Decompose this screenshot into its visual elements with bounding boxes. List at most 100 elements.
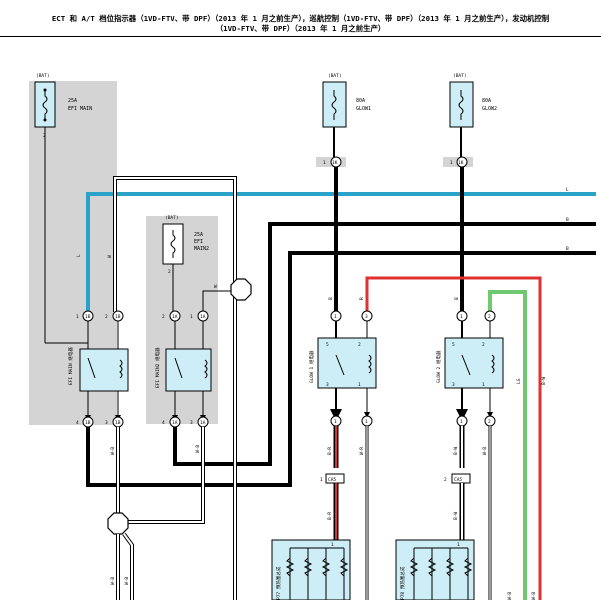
svg-text:1K: 1K [458, 160, 464, 166]
wire-l-label-right: L [566, 187, 569, 193]
svg-text:3: 3 [365, 314, 368, 320]
svg-text:3: 3 [105, 420, 108, 426]
svg-text:1: 1 [190, 314, 193, 320]
svg-text:W-B: W-B [110, 577, 116, 585]
relay-efi-main-name: EFI MAIN 继电器 [67, 347, 74, 385]
svg-text:3: 3 [326, 382, 329, 388]
efi-main-name: EFI MAIN [68, 106, 92, 112]
svg-text:1: 1 [334, 419, 337, 425]
efi-main2-name1: EFI [194, 239, 203, 245]
svg-text:CA5: CA5 [454, 477, 462, 483]
svg-text:4: 4 [162, 420, 165, 426]
glow2-bat-label: (BAT) [453, 73, 467, 79]
fuse-icon [42, 90, 48, 120]
wire-b-upper [173, 222, 596, 466]
svg-text:B-W: B-W [541, 377, 547, 385]
svg-text:2: 2 [488, 314, 491, 320]
svg-text:1: 1 [450, 160, 453, 166]
fuse-icon [170, 230, 176, 258]
fuse-icon [458, 90, 464, 120]
svg-text:2: 2 [358, 342, 361, 348]
svg-text:3: 3 [190, 420, 193, 426]
svg-text:80A: 80A [356, 98, 365, 104]
svg-text:1: 1 [323, 160, 326, 166]
svg-text:2: 2 [444, 477, 447, 483]
relay-glow2: 1 2 5 2 3 1 1 2 GLOW 2 继电器 [435, 310, 504, 427]
wire-w-label: W [107, 255, 113, 258]
efi-main-bat-label: (BAT) [36, 73, 50, 79]
connector-ca5-right: 2 CA5 [444, 473, 471, 484]
svg-text:1A: 1A [172, 420, 178, 426]
efi-main2-name2: MAIN2 [194, 246, 209, 252]
svg-text:W-B: W-B [110, 447, 116, 455]
connector-ca5-left: 1 CA5 [320, 473, 345, 484]
svg-text:GLOW1: GLOW1 [356, 106, 371, 112]
svg-text:1: 1 [331, 542, 334, 548]
svg-text:R: R [359, 297, 365, 300]
svg-text:W-B: W-B [507, 592, 513, 600]
svg-text:1: 1 [365, 419, 368, 425]
wire-w2-label: W [214, 284, 217, 290]
relay-efi-main2: 2 1A 1 1A 4 1A 3 1A EFI MAIN2 继电器 [154, 310, 212, 428]
svg-text:1: 1 [460, 314, 463, 320]
title-rule [0, 36, 601, 37]
wire-r [365, 276, 542, 600]
title-line-1: ECT 和 A/T 档位指示器（1VD-FTV、带 DPF）（2013 年 1 … [51, 14, 550, 23]
glow-plug-p78-label: P78 预热塞总成 [399, 566, 406, 600]
glow-plug-p77: 1 P77 预热塞总成 [271, 539, 351, 600]
svg-text:B-W: B-W [453, 512, 459, 520]
svg-text:W-B: W-B [195, 445, 201, 453]
relay-efi-main: 1 1B 2 1B 4 1B 3 1B EFI MAIN 继电器 [67, 310, 129, 428]
svg-text:1A: 1A [200, 314, 206, 320]
svg-text:1: 1 [457, 542, 460, 548]
svg-text:B-W: B-W [453, 447, 459, 455]
efi-main2-bat-label: (BAT) [165, 215, 179, 221]
svg-text:1: 1 [482, 382, 485, 388]
glow-plug-p77-label: P77 预热塞总成 [275, 566, 282, 600]
svg-text:1B: 1B [85, 314, 91, 320]
fuse-icon [331, 90, 337, 120]
svg-text:3: 3 [452, 382, 455, 388]
junction-octagon [107, 512, 129, 535]
svg-text:B: B [328, 297, 334, 300]
wire-b-lower [86, 251, 596, 487]
wire-b2-label: B [566, 246, 569, 252]
relay-glow2-name: GLOW 2 继电器 [435, 350, 442, 383]
efi-main2-rating: 25A [194, 232, 203, 238]
svg-text:CA5: CA5 [328, 477, 336, 483]
svg-text:B: B [454, 297, 460, 300]
svg-text:W-B: W-B [124, 577, 130, 585]
wire-l [86, 192, 596, 312]
svg-text:1: 1 [334, 314, 337, 320]
svg-text:1: 1 [460, 419, 463, 425]
svg-text:LG: LG [516, 378, 522, 384]
svg-text:1A: 1A [200, 420, 206, 426]
glow1-bat-label: (BAT) [328, 73, 342, 79]
svg-text:1B: 1B [115, 420, 121, 426]
relay-efi-main2-name: EFI MAIN2 继电器 [154, 347, 161, 388]
svg-text:W-R: W-R [359, 447, 365, 455]
junction-octagon [230, 278, 252, 301]
wire-l-label: L [76, 254, 82, 257]
svg-text:1B: 1B [115, 314, 121, 320]
wire-b1-label: B [566, 217, 569, 223]
wire-w-b-efi2 [128, 427, 205, 524]
svg-text:GLOW2: GLOW2 [482, 106, 497, 112]
svg-text:2: 2 [162, 314, 165, 320]
svg-text:B-R: B-R [327, 447, 333, 455]
efi-main-rating: 25A [68, 98, 77, 104]
svg-text:1: 1 [76, 314, 79, 320]
svg-text:5: 5 [326, 342, 329, 348]
title-block: ECT 和 A/T 档位指示器（1VD-FTV、带 DPF）（2013 年 1 … [0, 0, 601, 40]
svg-text:1K: 1K [332, 160, 338, 166]
svg-text:4: 4 [76, 420, 79, 426]
svg-text:1: 1 [358, 382, 361, 388]
svg-text:2: 2 [105, 314, 108, 320]
glow-plug-p78: 1 P78 预热塞总成 [395, 539, 475, 600]
relay-glow1-name: GLOW 1 继电器 [308, 350, 315, 383]
svg-text:1B: 1B [85, 420, 91, 426]
svg-text:2: 2 [482, 342, 485, 348]
svg-text:2: 2 [488, 419, 491, 425]
title-line-2: （1VD-FTV、带 DPF）（2013 年 1 月之前生产） [215, 24, 386, 33]
